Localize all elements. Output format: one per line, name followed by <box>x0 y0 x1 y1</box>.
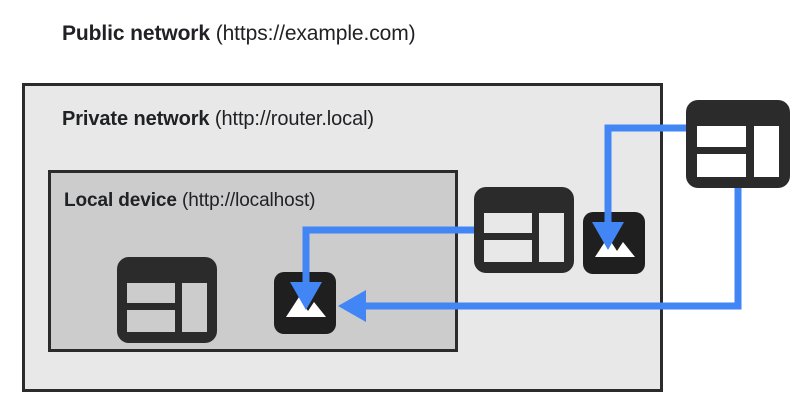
browser-window-icon <box>686 100 790 188</box>
local-device-title: Local device <box>64 190 177 211</box>
local-device-url: (http://localhost) <box>176 190 316 211</box>
public-network-label: Public network (https://example.com) <box>62 22 416 46</box>
local-device-label: Local device (http://localhost) <box>64 190 316 212</box>
private-network-label: Private network (http://router.local) <box>62 108 374 131</box>
browser-window-icon <box>474 187 574 273</box>
browser-window-icon <box>117 257 217 343</box>
public-network-title: Public network <box>62 22 210 45</box>
image-photo-icon <box>583 212 645 274</box>
private-network-title: Private network <box>62 108 210 130</box>
private-network-url: (http://router.local) <box>209 108 374 130</box>
image-photo-icon <box>274 272 336 334</box>
public-network-url: (https://example.com) <box>209 22 416 45</box>
